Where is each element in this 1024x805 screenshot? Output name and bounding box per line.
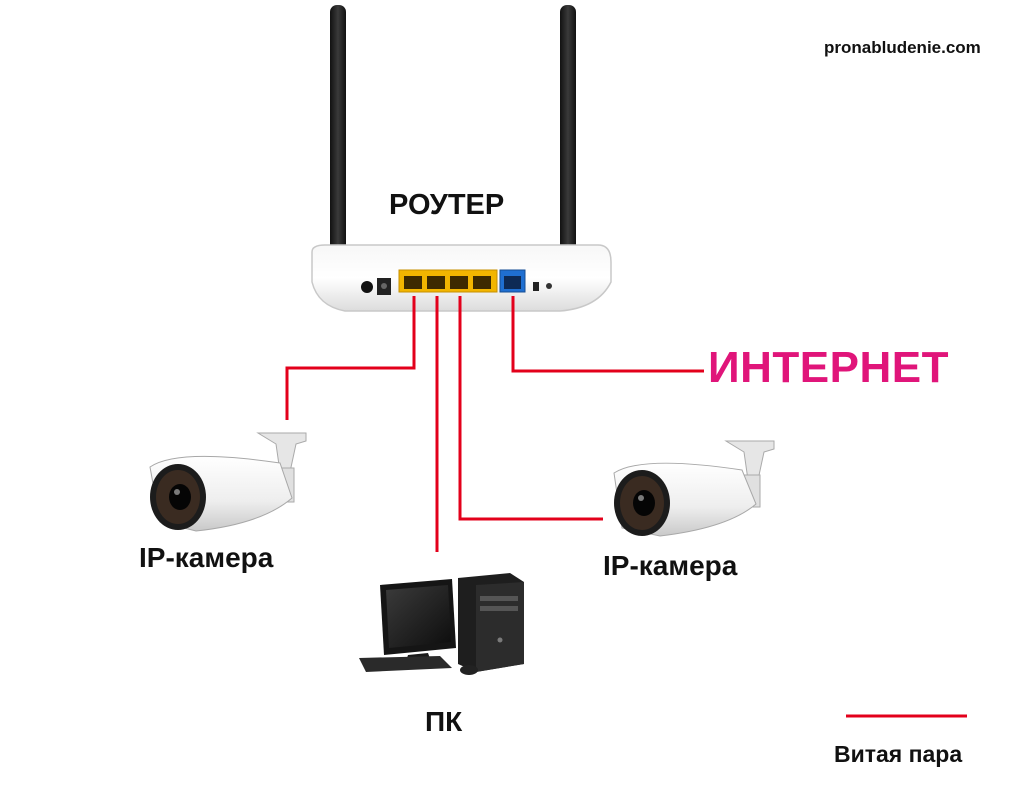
wan-port-socket — [504, 276, 521, 289]
source-watermark: pronabludenie.com — [824, 38, 981, 57]
cable-router-to-right-camera — [458, 296, 603, 521]
pc-tower-front — [476, 582, 524, 672]
reset-button — [533, 282, 539, 291]
camera-mount — [724, 440, 775, 481]
router-label: РОУТЕР — [389, 189, 505, 221]
camera-lens-glint — [174, 489, 180, 495]
pc-power-led — [497, 637, 503, 643]
power-jack-hole — [381, 283, 387, 289]
camera-mount — [256, 432, 307, 473]
cable-router-to-left-camera — [285, 296, 416, 420]
pc-monitor-screen — [386, 585, 451, 648]
lan-port-4 — [473, 276, 491, 289]
pc-drive-bay — [480, 596, 518, 601]
lan-port-1 — [404, 276, 422, 289]
pc-drive-bay — [480, 606, 518, 611]
lan-port-block — [398, 269, 498, 293]
camera-right-label: IP-камера — [603, 550, 738, 581]
power-button — [361, 281, 373, 293]
wps-led — [546, 283, 552, 289]
ip-camera-icon — [149, 432, 307, 532]
pc-label: ПК — [425, 706, 463, 737]
internet-label: ИНТЕРНЕТ — [708, 343, 949, 392]
camera-lens — [633, 490, 655, 516]
lan-port-2 — [427, 276, 445, 289]
cables — [285, 296, 704, 552]
desktop-computer-icon — [359, 573, 524, 675]
camera-lens — [169, 484, 191, 510]
camera-lens-glint — [638, 495, 644, 501]
pc-mouse — [460, 665, 478, 675]
router-antenna-right — [560, 5, 576, 301]
lan-port-3 — [450, 276, 468, 289]
legend-label: Витая пара — [834, 741, 963, 767]
cable-router-to-internet — [511, 296, 704, 373]
pc-keyboard — [359, 656, 452, 672]
router-antenna-left — [330, 5, 346, 301]
camera-left-label: IP-камера — [139, 542, 274, 573]
ip-camera-icon — [613, 440, 775, 537]
router-icon — [311, 5, 612, 312]
